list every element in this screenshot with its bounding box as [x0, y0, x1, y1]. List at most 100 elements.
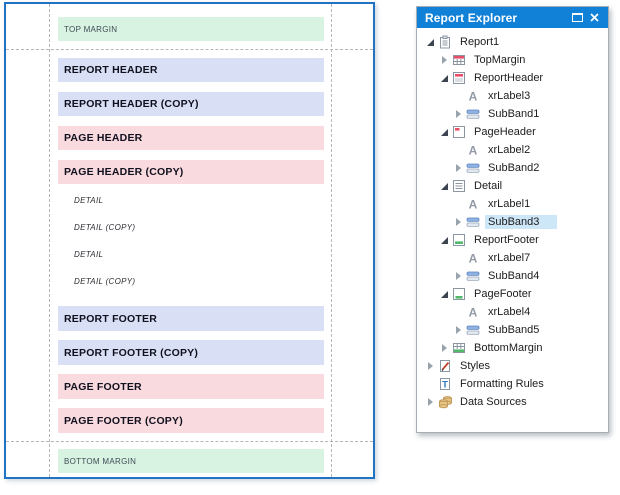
svg-text:A: A — [469, 306, 478, 320]
tree-item-subband1[interactable]: SubBand1 — [417, 105, 608, 123]
tree-item-subband3[interactable]: SubBand3 — [417, 213, 608, 231]
band-label: DETAIL — [74, 249, 104, 259]
tree-item-label: ReportFooter — [474, 234, 539, 246]
detail-copy-band-2[interactable]: DETAIL (COPY) — [58, 274, 324, 288]
tree-item-label: TopMargin — [474, 54, 526, 66]
svg-text:A: A — [469, 90, 478, 104]
tree-item-data-sources[interactable]: Data Sources — [417, 393, 608, 411]
page-header-band[interactable]: PAGE HEADER — [58, 126, 324, 150]
page-header-icon — [451, 125, 467, 140]
expand-arrow-icon[interactable] — [452, 272, 465, 280]
tree-item-label: Formatting Rules — [460, 378, 544, 390]
tree-item-label: SubBand3 — [485, 215, 558, 229]
tree-item-label: SubBand4 — [488, 270, 540, 282]
tree-item-label: xrLabel2 — [488, 144, 531, 156]
tree-item-report1[interactable]: Report1 — [417, 33, 608, 51]
band-label: REPORT HEADER — [64, 64, 158, 76]
svg-text:A: A — [469, 198, 478, 212]
tree-item-subband4[interactable]: SubBand4 — [417, 267, 608, 285]
report-header-band[interactable]: REPORT HEADER — [58, 58, 324, 82]
tree-item-label: ReportHeader — [474, 72, 544, 84]
svg-text:A: A — [469, 144, 478, 158]
tree-item-label: xrLabel7 — [488, 252, 531, 264]
expand-arrow-icon[interactable] — [424, 362, 437, 370]
expand-arrow-icon[interactable] — [438, 344, 451, 352]
label-icon: A — [465, 143, 481, 158]
collapse-arrow-icon[interactable] — [438, 74, 451, 82]
detail-band-2[interactable]: DETAIL — [58, 247, 324, 261]
tree-item-label: SubBand2 — [488, 162, 540, 174]
top-margin-icon — [451, 53, 467, 68]
tree-item-subband5[interactable]: SubBand5 — [417, 321, 608, 339]
tree-item-detail[interactable]: Detail — [417, 177, 608, 195]
tree-item-label: Data Sources — [460, 396, 527, 408]
expand-arrow-icon[interactable] — [452, 326, 465, 334]
tree-item-label: BottomMargin — [474, 342, 543, 354]
band-label: PAGE FOOTER (COPY) — [64, 414, 183, 427]
bottom-margin-guide — [6, 441, 373, 442]
page-footer-copy-band[interactable]: PAGE FOOTER (COPY) — [58, 408, 324, 433]
collapse-arrow-icon[interactable] — [438, 182, 451, 190]
subband-icon — [465, 215, 481, 230]
tree-item-label: xrLabel3 — [488, 90, 531, 102]
collapse-arrow-icon[interactable] — [424, 38, 437, 46]
tree-item-bottommargin[interactable]: BottomMargin — [417, 339, 608, 357]
detail-copy-band[interactable]: DETAIL (COPY) — [58, 220, 324, 234]
float-window-button[interactable] — [569, 10, 586, 25]
close-button[interactable] — [586, 10, 603, 25]
tree-item-styles[interactable]: Styles — [417, 357, 608, 375]
subband-icon — [465, 161, 481, 176]
top-margin-band[interactable]: TOP MARGIN — [58, 17, 324, 41]
band-label: DETAIL — [74, 195, 104, 205]
band-label: PAGE FOOTER — [64, 380, 142, 393]
tree-item-topmargin[interactable]: TopMargin — [417, 51, 608, 69]
tree-item-pageheader[interactable]: PageHeader — [417, 123, 608, 141]
tree-item-label: Report1 — [460, 36, 500, 48]
collapse-arrow-icon[interactable] — [438, 128, 451, 136]
band-label: PAGE HEADER — [64, 132, 143, 144]
tree-item-reportfooter[interactable]: ReportFooter — [417, 231, 608, 249]
top-margin-guide — [6, 49, 373, 50]
expand-arrow-icon[interactable] — [452, 164, 465, 172]
report-header-copy-band[interactable]: REPORT HEADER (COPY) — [58, 92, 324, 116]
expand-arrow-icon[interactable] — [452, 110, 465, 118]
report-icon — [437, 35, 453, 50]
band-label: REPORT FOOTER (COPY) — [64, 346, 199, 359]
collapse-arrow-icon[interactable] — [438, 290, 451, 298]
expand-arrow-icon[interactable] — [424, 398, 437, 406]
detail-band[interactable]: DETAIL — [58, 193, 324, 207]
tree-item-subband2[interactable]: SubBand2 — [417, 159, 608, 177]
expand-arrow-icon[interactable] — [438, 56, 451, 64]
expand-arrow-icon[interactable] — [452, 218, 465, 226]
band-label: DETAIL (COPY) — [74, 276, 136, 286]
band-label: BOTTOM MARGIN — [64, 456, 137, 466]
page-header-copy-band[interactable]: PAGE HEADER (COPY) — [58, 160, 324, 184]
tree-item-label: SubBand1 — [488, 108, 540, 120]
panel-titlebar: Report Explorer — [417, 7, 608, 28]
collapse-arrow-icon[interactable] — [438, 236, 451, 244]
band-label: REPORT FOOTER — [64, 312, 158, 325]
tree-item-reportheader[interactable]: ReportHeader — [417, 69, 608, 87]
page-footer-band[interactable]: PAGE FOOTER — [58, 374, 324, 399]
band-label: PAGE HEADER (COPY) — [64, 166, 184, 178]
tree-item-label: Detail — [474, 180, 503, 192]
report-footer-copy-band[interactable]: REPORT FOOTER (COPY) — [58, 340, 324, 365]
report-footer-band[interactable]: REPORT FOOTER — [58, 306, 324, 331]
close-icon — [590, 13, 599, 22]
bottom-margin-band[interactable]: BOTTOM MARGIN — [58, 449, 324, 473]
tree-item-pagefooter[interactable]: PageFooter — [417, 285, 608, 303]
page-footer-icon — [451, 287, 467, 302]
subband-icon — [465, 269, 481, 284]
tree-item-label: xrLabel1 — [488, 198, 531, 210]
data-sources-icon — [437, 395, 453, 410]
tree-item-label: xrLabel4 — [488, 306, 531, 318]
tree-item-label: PageFooter — [474, 288, 532, 300]
